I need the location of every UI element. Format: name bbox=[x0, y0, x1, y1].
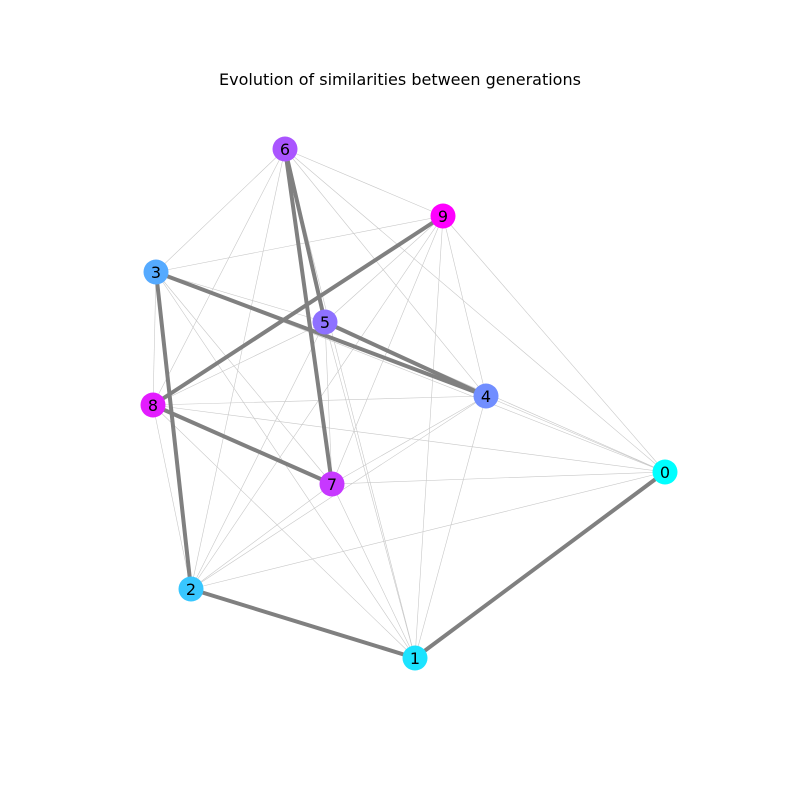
node-label-0: 0 bbox=[660, 463, 670, 482]
weak-edge-1-7 bbox=[331, 483, 416, 659]
node-circle-9 bbox=[430, 203, 456, 229]
node-label-1: 1 bbox=[410, 649, 420, 668]
weak-edge-3-6 bbox=[155, 148, 286, 273]
weak-edge-0-9 bbox=[442, 215, 666, 473]
strong-edge-3-4 bbox=[154, 270, 488, 398]
weak-edge-2-7 bbox=[190, 483, 333, 590]
strong-edge-8-9 bbox=[151, 214, 445, 407]
weak-edge-6-8 bbox=[152, 148, 286, 406]
weak-edge-0-2 bbox=[190, 471, 666, 590]
node-circle-5 bbox=[312, 309, 338, 335]
weak-edge-5-8 bbox=[152, 321, 326, 406]
node-3: 3 bbox=[143, 259, 169, 285]
weak-edge-1-9 bbox=[414, 215, 444, 659]
node-circle-6 bbox=[272, 136, 298, 162]
node-circle-0 bbox=[652, 459, 678, 485]
weak-edge-3-5 bbox=[155, 271, 326, 323]
weak-edge-4-9 bbox=[442, 215, 487, 397]
weak-edge-5-7 bbox=[324, 321, 333, 485]
node-5: 5 bbox=[312, 309, 338, 335]
node-circle-2 bbox=[178, 576, 204, 602]
weak-edge-0-7 bbox=[331, 471, 666, 485]
weak-edge-4-7 bbox=[331, 395, 487, 485]
weak-edge-0-4 bbox=[485, 395, 666, 473]
weak-edge-0-6 bbox=[284, 148, 666, 473]
weak-edge-1-5 bbox=[324, 321, 416, 659]
strong-edge-6-7 bbox=[283, 147, 334, 486]
weak-edge-3-8 bbox=[152, 271, 157, 406]
node-9: 9 bbox=[430, 203, 456, 229]
weak-edge-2-6 bbox=[190, 148, 286, 590]
node-label-6: 6 bbox=[280, 140, 290, 159]
weak-edge-2-9 bbox=[190, 215, 444, 590]
node-label-5: 5 bbox=[320, 313, 330, 332]
node-2: 2 bbox=[178, 576, 204, 602]
node-1: 1 bbox=[402, 645, 428, 671]
node-label-8: 8 bbox=[148, 396, 158, 415]
chart-title: Evolution of similarities between genera… bbox=[219, 70, 581, 89]
strong-edge-0-1 bbox=[413, 470, 667, 660]
weak-edge-4-6 bbox=[284, 148, 487, 397]
node-7: 7 bbox=[319, 471, 345, 497]
strong-edge-1-2 bbox=[189, 587, 417, 660]
node-label-2: 2 bbox=[186, 580, 196, 599]
weak-edges-group bbox=[152, 148, 666, 659]
node-circle-1 bbox=[402, 645, 428, 671]
strong-edge-2-3 bbox=[154, 270, 193, 591]
node-circle-7 bbox=[319, 471, 345, 497]
strong-edge-7-8 bbox=[151, 403, 334, 486]
weak-edge-6-9 bbox=[284, 148, 444, 217]
node-circle-3 bbox=[143, 259, 169, 285]
weak-edge-1-8 bbox=[152, 404, 416, 659]
strong-edges-group bbox=[151, 147, 667, 660]
node-label-4: 4 bbox=[481, 387, 491, 406]
node-label-3: 3 bbox=[151, 263, 161, 282]
strong-edge-4-5 bbox=[323, 320, 488, 398]
weak-edge-3-7 bbox=[155, 271, 333, 485]
node-8: 8 bbox=[140, 392, 166, 418]
weak-edge-2-5 bbox=[190, 321, 326, 590]
node-label-9: 9 bbox=[438, 207, 448, 226]
strong-edge-5-6 bbox=[283, 147, 327, 324]
node-4: 4 bbox=[473, 383, 499, 409]
node-label-7: 7 bbox=[327, 475, 337, 494]
node-6: 6 bbox=[272, 136, 298, 162]
nodes-group: 0 1 2 3 4 5 6 7 8 9 bbox=[140, 136, 678, 671]
weak-edge-2-8 bbox=[152, 404, 192, 590]
weak-edge-1-4 bbox=[414, 395, 487, 659]
node-circle-4 bbox=[473, 383, 499, 409]
node-circle-8 bbox=[140, 392, 166, 418]
weak-edge-0-8 bbox=[152, 404, 666, 473]
node-0: 0 bbox=[652, 459, 678, 485]
weak-edge-5-9 bbox=[324, 215, 444, 323]
